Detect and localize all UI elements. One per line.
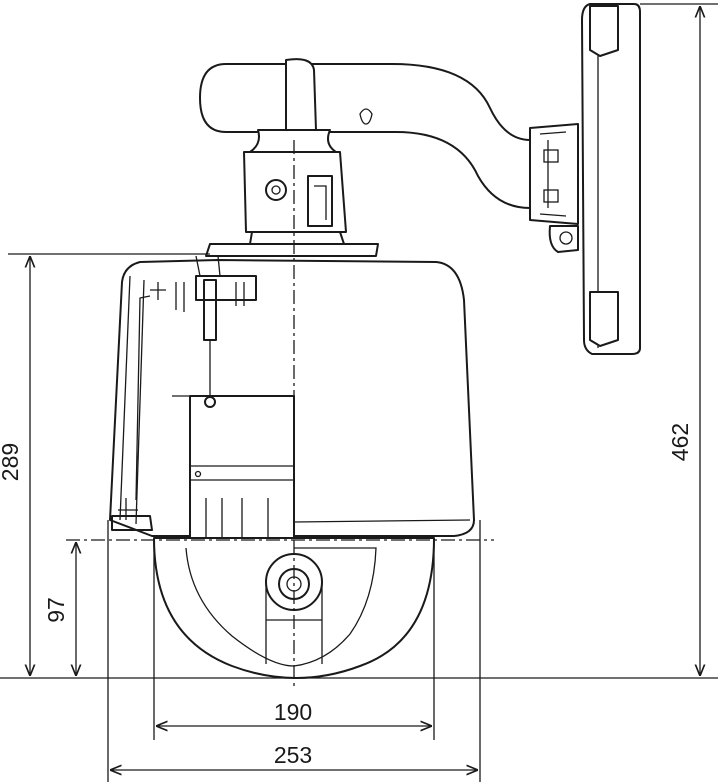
housing-height-label: 289: [0, 443, 23, 481]
mount-adapter: [205, 129, 379, 257]
camera-housing: [109, 255, 475, 551]
dome-diameter-label: 190: [274, 699, 312, 725]
dimension-lines: [0, 3, 718, 782]
housing-width-label: 253: [274, 742, 312, 768]
dome-height-label: 97: [43, 597, 69, 623]
wall-mount-bracket: [199, 3, 641, 355]
total-height-label: 462: [667, 423, 693, 461]
